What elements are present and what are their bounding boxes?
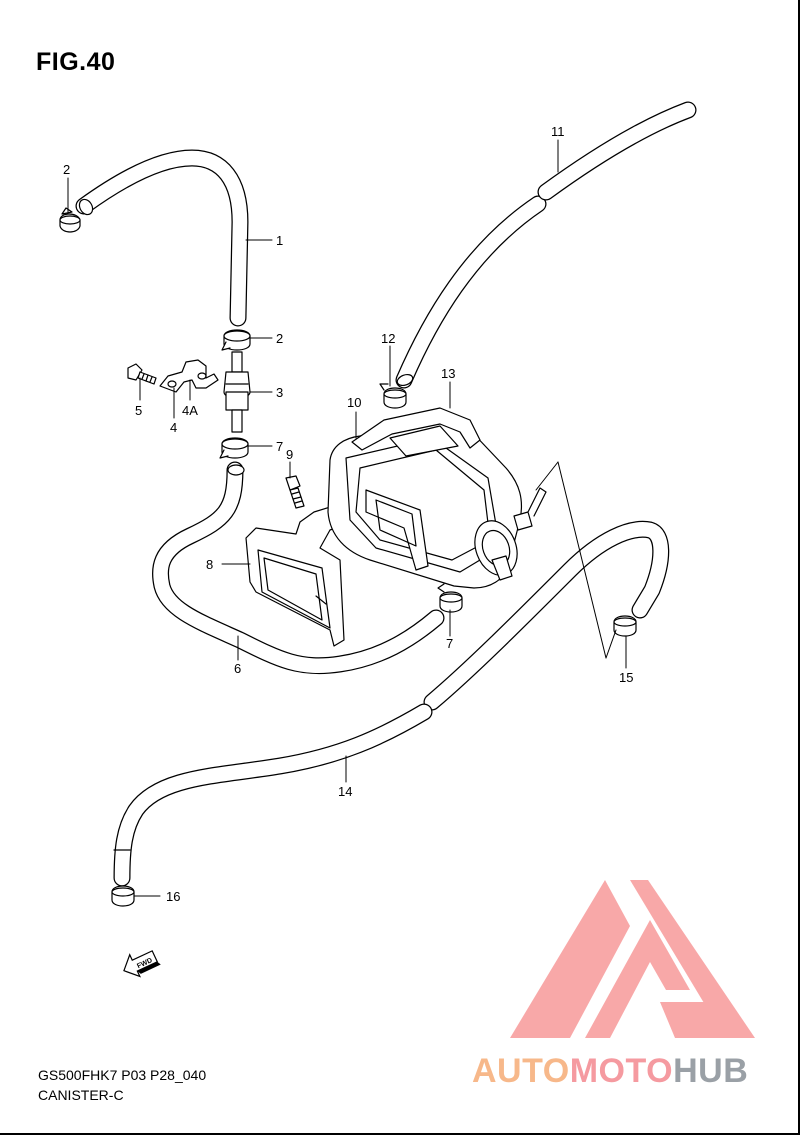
hose-14 xyxy=(113,703,433,887)
callout-labels: 2 1 2 3 7 5 4A 4 9 8 6 10 12 13 11 7 14 … xyxy=(63,124,633,904)
filter-3 xyxy=(223,351,251,433)
canister-13 xyxy=(327,407,547,589)
callout-12: 12 xyxy=(381,331,395,346)
forward-arrow-icon: FWD xyxy=(123,950,161,978)
callout-3: 3 xyxy=(276,385,283,400)
bracket-4 xyxy=(159,359,219,393)
callout-2-upper: 2 xyxy=(63,162,70,177)
hose-11 xyxy=(395,101,697,389)
callout-13: 13 xyxy=(441,366,455,381)
callout-7-upper: 7 xyxy=(276,439,283,454)
callout-2-lower: 2 xyxy=(276,331,283,346)
leader-lines xyxy=(67,139,627,897)
figure-title: FIG.40 xyxy=(36,48,116,76)
callout-7-lower: 7 xyxy=(446,636,453,651)
callout-1: 1 xyxy=(276,233,283,248)
clamp-12 xyxy=(379,383,407,409)
hose-1 xyxy=(75,149,249,327)
hose-15-line xyxy=(423,520,670,711)
clamp-7-upper xyxy=(219,437,249,459)
callout-16: 16 xyxy=(166,889,180,904)
callout-8: 8 xyxy=(206,557,213,572)
bracket-8 xyxy=(245,503,357,647)
watermark-auto: AUTO xyxy=(472,1052,570,1090)
callout-4: 4 xyxy=(170,420,177,435)
footer-name: CANISTER-C xyxy=(38,1087,124,1103)
footer-code: GS500FHK7 P03 P28_040 xyxy=(38,1067,207,1083)
callout-14: 14 xyxy=(338,784,352,799)
clamp-2-lower xyxy=(221,329,251,351)
clamp-2-upper xyxy=(59,207,81,233)
callout-15: 15 xyxy=(619,670,633,685)
callout-4a: 4A xyxy=(182,403,198,418)
callout-9: 9 xyxy=(286,447,293,462)
callout-5: 5 xyxy=(135,403,142,418)
bolt-9 xyxy=(285,475,305,509)
clamp-7-lower xyxy=(437,583,463,613)
clamp-16 xyxy=(111,885,135,907)
watermark-text: AUTOMOTOHUB xyxy=(472,1052,748,1091)
watermark-moto: MOTO xyxy=(569,1052,674,1090)
watermark-logo-icon xyxy=(510,880,755,1038)
hose-6 xyxy=(151,461,445,675)
callout-11: 11 xyxy=(551,124,565,139)
callout-10: 10 xyxy=(347,395,361,410)
watermark-hub: HUB xyxy=(673,1052,749,1090)
bolt-5 xyxy=(127,363,157,385)
callout-6: 6 xyxy=(234,661,241,676)
clamp-15 xyxy=(613,615,637,637)
